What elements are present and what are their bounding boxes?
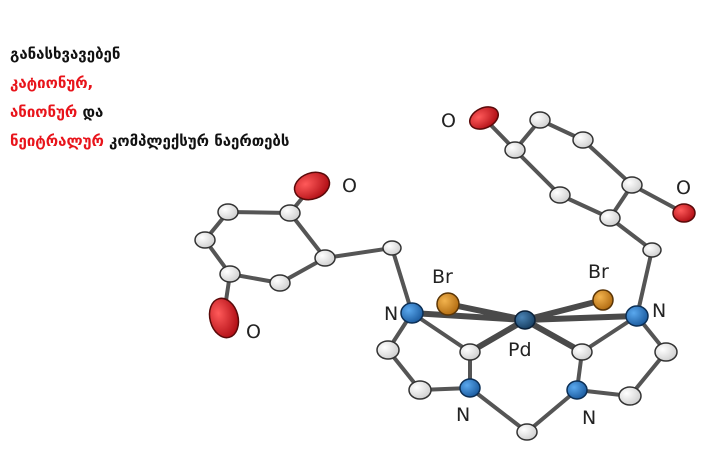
caption: განასხვავებენ კატიონურ, ანიონურ და ნეიტრ… [10,40,289,156]
bromine-atoms [436,289,614,316]
nitrogen-atoms [400,302,649,400]
label-o-top-right: O [441,110,456,132]
label-n-bottom-left: N [456,404,470,426]
label-n-right: N [652,300,666,322]
label-pd: Pd [508,339,532,361]
caption-neutral: ნეიტრალურ [10,132,104,150]
caption-complex-compounds: კომპლექსურ ნაერთებს [103,132,290,150]
palladium-atom [514,310,536,330]
label-o-left-bottom: O [246,321,261,343]
caption-anionic: ანიონურ [10,103,78,121]
label-n-bottom-right: N [582,407,596,429]
label-o-left-top: O [342,175,357,197]
label-br-left: Br [432,266,453,288]
caption-cationic: კატიონურ, [10,74,94,92]
label-br-right: Br [588,261,609,283]
carbon-atoms [194,111,678,441]
caption-line-2: კატიონურ, [10,69,289,98]
label-n-left: N [384,303,398,325]
label-o-right: O [676,177,691,199]
caption-and: და [77,103,104,121]
metal-bonds [409,297,640,355]
oxygen-atoms [208,106,696,339]
caption-line-4: ნეიტრალურ კომპლექსურ ნაერთებს [10,127,289,156]
caption-line-1: განასხვავებენ [10,45,121,63]
caption-line-3: ანიონურ და [10,98,289,127]
